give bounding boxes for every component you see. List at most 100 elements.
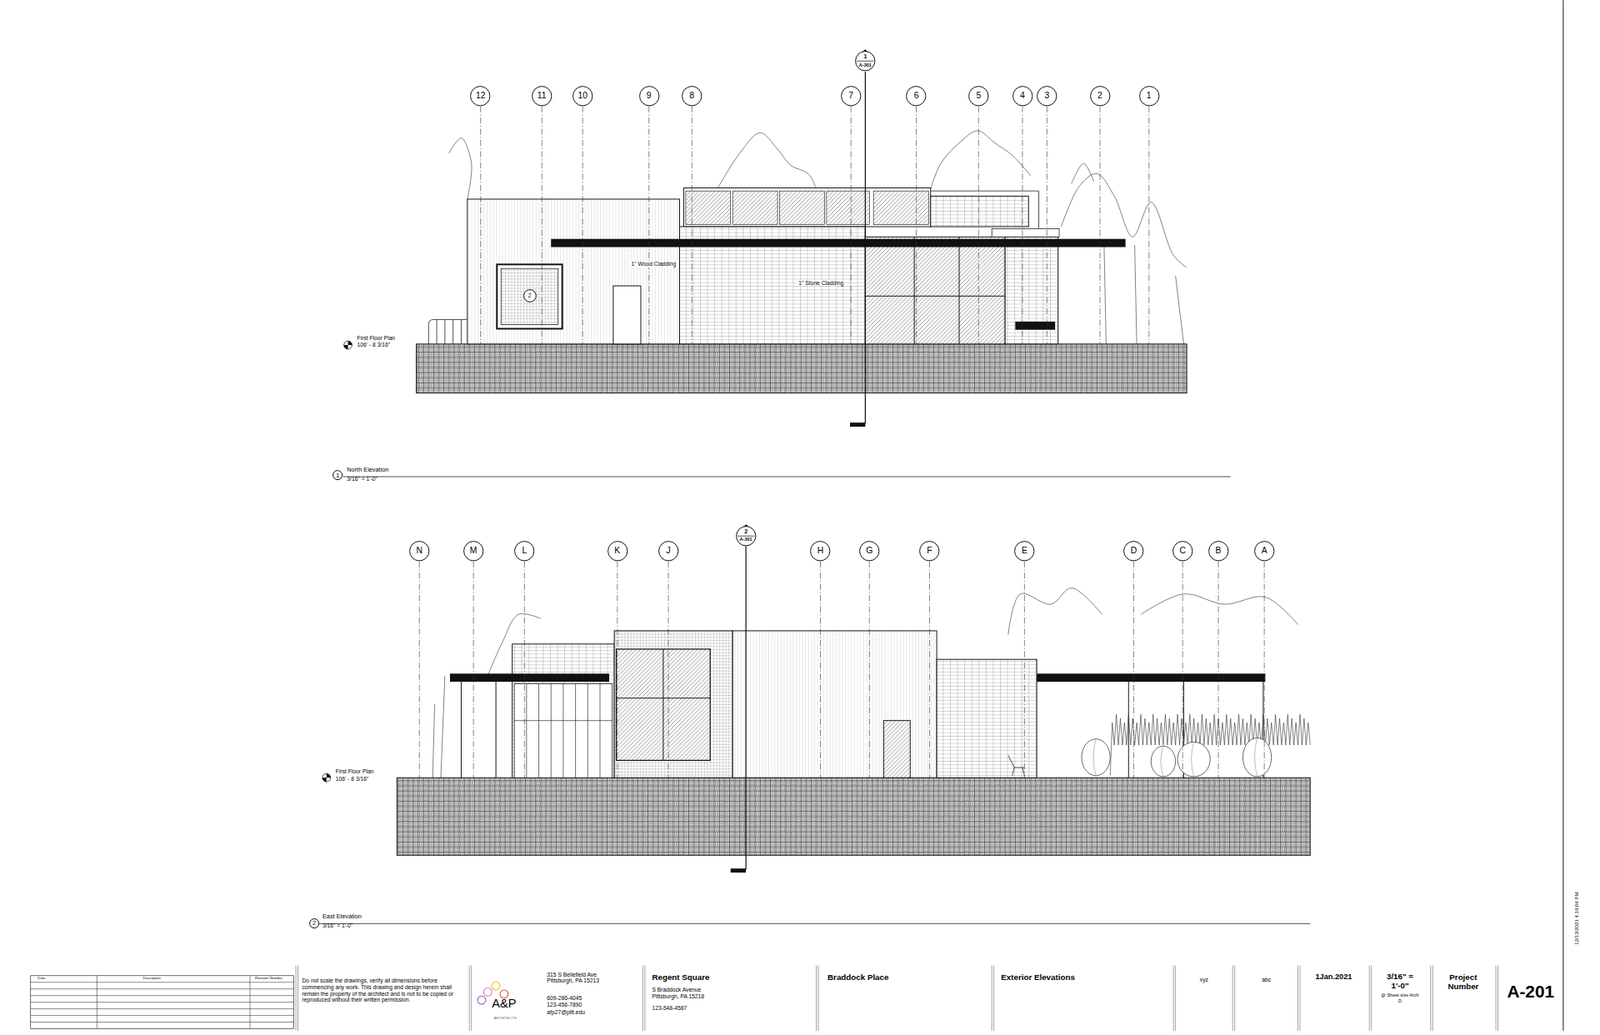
- node-circle: [969, 85, 989, 105]
- sheet-number: A-201: [1506, 981, 1555, 1002]
- shrub-detail: [1160, 745, 1164, 777]
- plot-timestamp: 12/13/2021 4:19:06 PM: [1573, 891, 1580, 945]
- revision-row: [30, 995, 295, 996]
- node-circle: [310, 919, 320, 929]
- view-title-line: [342, 476, 1230, 478]
- grid-label: 1: [335, 472, 340, 479]
- stone-clad-volume: [614, 630, 733, 778]
- section-line: [865, 71, 866, 424]
- grid-line: [1024, 561, 1025, 779]
- storefront: [514, 684, 613, 779]
- grid-line: [978, 106, 980, 345]
- door: [613, 285, 641, 345]
- logo-ring: [483, 987, 492, 996]
- title-block-divider: [1495, 965, 1497, 1031]
- title-block-divider: [1369, 965, 1370, 1031]
- grid-bubble: F: [919, 540, 940, 561]
- node-circle: [1012, 85, 1032, 105]
- grid-bubble: 10: [572, 85, 593, 106]
- canopy: [450, 673, 610, 682]
- grid-line: [929, 561, 930, 779]
- shrub: [1177, 741, 1210, 777]
- revision-column: [250, 975, 251, 1030]
- node-circle: [1090, 85, 1110, 105]
- table-header: Description: [142, 976, 160, 981]
- firm-email: afp27@pitt.edu: [546, 1009, 585, 1016]
- ground-paving: [416, 344, 1187, 394]
- title-block-divider: [991, 965, 993, 1031]
- revision-row: [30, 1008, 295, 1010]
- grid-bubble: 3: [1036, 85, 1057, 106]
- node-circle: [1139, 85, 1159, 105]
- node-circle: [841, 85, 861, 105]
- grid-line: [1182, 561, 1184, 779]
- grid-line: [524, 561, 525, 779]
- clerestory-glass: [873, 190, 929, 225]
- tree-sketch: [1008, 587, 1103, 635]
- clerestory-glass: [780, 190, 825, 225]
- tree-sketch: [930, 130, 1031, 190]
- revision-row: [30, 1021, 295, 1023]
- revision-row: [30, 1001, 295, 1003]
- grid-label: L: [521, 546, 527, 555]
- project-number: Project Number: [1440, 972, 1486, 992]
- wood-clad-volume: [732, 630, 937, 778]
- table-header: Revision Number: [255, 976, 283, 981]
- mullion: [600, 684, 601, 779]
- grid-bubble: 2: [1090, 85, 1110, 106]
- grid-label: E: [1021, 546, 1028, 555]
- node-circle: [1254, 541, 1274, 561]
- title-block-divider: [469, 965, 470, 1031]
- grid-line: [648, 106, 650, 345]
- logo-ring: [477, 995, 486, 1005]
- grid-label: C: [1179, 546, 1186, 555]
- grid-label: 4: [1020, 91, 1025, 100]
- grid-label: 6: [914, 91, 920, 100]
- grid-line: [616, 561, 618, 779]
- title-block-divider: [818, 965, 820, 1031]
- title-block-divider: [1232, 965, 1234, 1031]
- material-note: 1" Wood Cladding: [630, 260, 679, 268]
- grid-bubble: 4: [1012, 85, 1033, 106]
- title-block-divider: [1175, 965, 1176, 1031]
- mullion: [587, 684, 589, 779]
- grid-label: 9: [646, 91, 652, 100]
- tree-trunk: [1175, 275, 1185, 345]
- shrub-detail: [1191, 741, 1195, 777]
- grid-label: F: [926, 546, 932, 555]
- grid-label: 3: [1044, 91, 1050, 100]
- grid-label: 8: [689, 91, 695, 100]
- node-circle: [333, 470, 343, 480]
- shrub: [1150, 745, 1175, 777]
- level-marker: [344, 340, 353, 350]
- grid-line: [1021, 106, 1023, 345]
- section-tail: [730, 868, 746, 873]
- mullion: [514, 720, 613, 721]
- node-circle: [523, 290, 536, 303]
- mullion: [562, 684, 564, 779]
- checked-by: abc: [1261, 976, 1271, 984]
- project-name: Braddock Place: [827, 972, 889, 982]
- shrub-detail: [1093, 739, 1096, 776]
- section-divider: [737, 535, 755, 536]
- title-block-divider: [297, 965, 299, 1031]
- view-scale: 3/16" = 1'-0": [322, 922, 354, 930]
- level-elevation: 106' - 8 3/16": [335, 775, 370, 783]
- section-number: 1: [855, 53, 875, 60]
- title-block-divider: [1297, 965, 1299, 1031]
- mullion: [525, 684, 527, 779]
- grid-line: [1218, 561, 1220, 779]
- grid-label: J: [665, 546, 670, 555]
- tree-sketch: [449, 137, 472, 199]
- grid-label: 2: [1097, 91, 1103, 100]
- view-title: North Elevation: [346, 466, 389, 474]
- table-header: Date: [37, 976, 45, 981]
- clerestory-glass: [732, 190, 778, 225]
- logo-ring: [491, 981, 500, 990]
- node-circle: [515, 541, 535, 561]
- mullion: [662, 649, 664, 760]
- canopy-post: [1128, 681, 1130, 778]
- node-circle: [810, 541, 830, 561]
- grid-bubble: 7: [840, 85, 861, 106]
- storefront-glazing: [865, 236, 1005, 345]
